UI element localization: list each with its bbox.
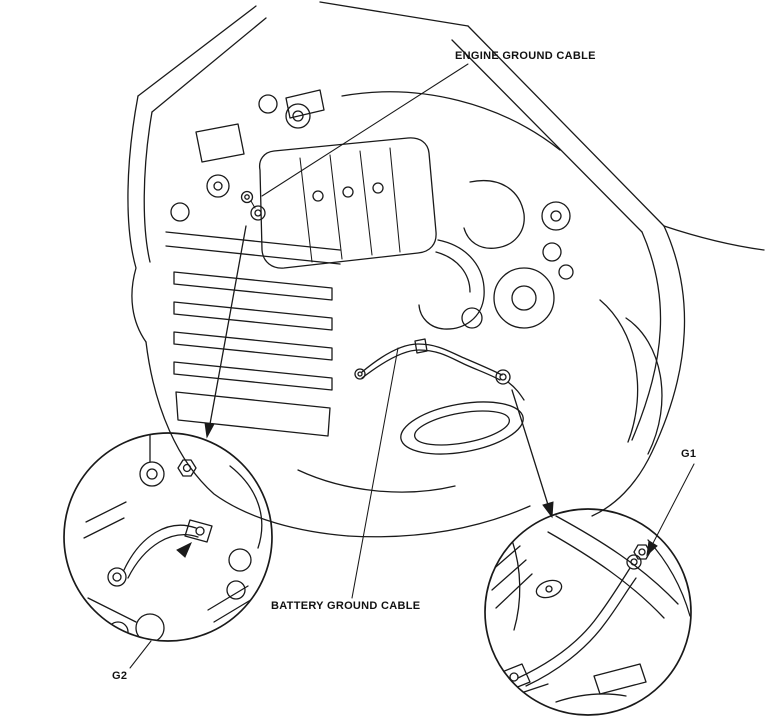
arrow-to-right-detail-line <box>511 389 550 509</box>
g1-leader-line <box>649 463 695 550</box>
right-detail-circle <box>484 508 692 716</box>
engine-assembly <box>195 89 437 269</box>
battery-ground-cable-path <box>354 338 525 401</box>
engine-ground-cable-label: ENGINE GROUND CABLE <box>455 50 596 62</box>
battery-ground-cable-label: BATTERY GROUND CABLE <box>271 600 421 612</box>
g2-pointer-arrowhead <box>176 541 192 558</box>
g2-eyelet-terminal <box>107 567 127 587</box>
grille-radiator <box>165 231 341 437</box>
leader-lines <box>129 63 695 669</box>
engine-ground-bolt <box>240 190 254 204</box>
g1-eyelet-terminal <box>626 554 642 570</box>
g1-label: G1 <box>681 448 697 460</box>
engine-bay-components <box>170 91 574 330</box>
g2-label: G2 <box>112 670 128 682</box>
g1-arrowhead <box>646 540 658 557</box>
arrow-to-left-detail-head <box>204 422 215 439</box>
engine-ground-leader-line <box>261 63 469 197</box>
g2-leader-line <box>129 640 152 669</box>
right-detail-inset <box>484 508 692 716</box>
left-detail-inset <box>63 432 273 642</box>
battery-ground-attach-point <box>495 369 511 385</box>
battery-ground-leader-line <box>351 347 399 599</box>
headlight-bumper <box>297 401 524 493</box>
car-body-outline <box>127 1 765 538</box>
left-detail-circle <box>63 432 273 642</box>
left-detail-content <box>83 433 263 641</box>
arrows <box>204 225 658 557</box>
arrow-to-right-detail-head <box>542 501 554 519</box>
right-detail-content <box>489 515 691 703</box>
arrow-to-left-detail-line <box>209 225 247 425</box>
